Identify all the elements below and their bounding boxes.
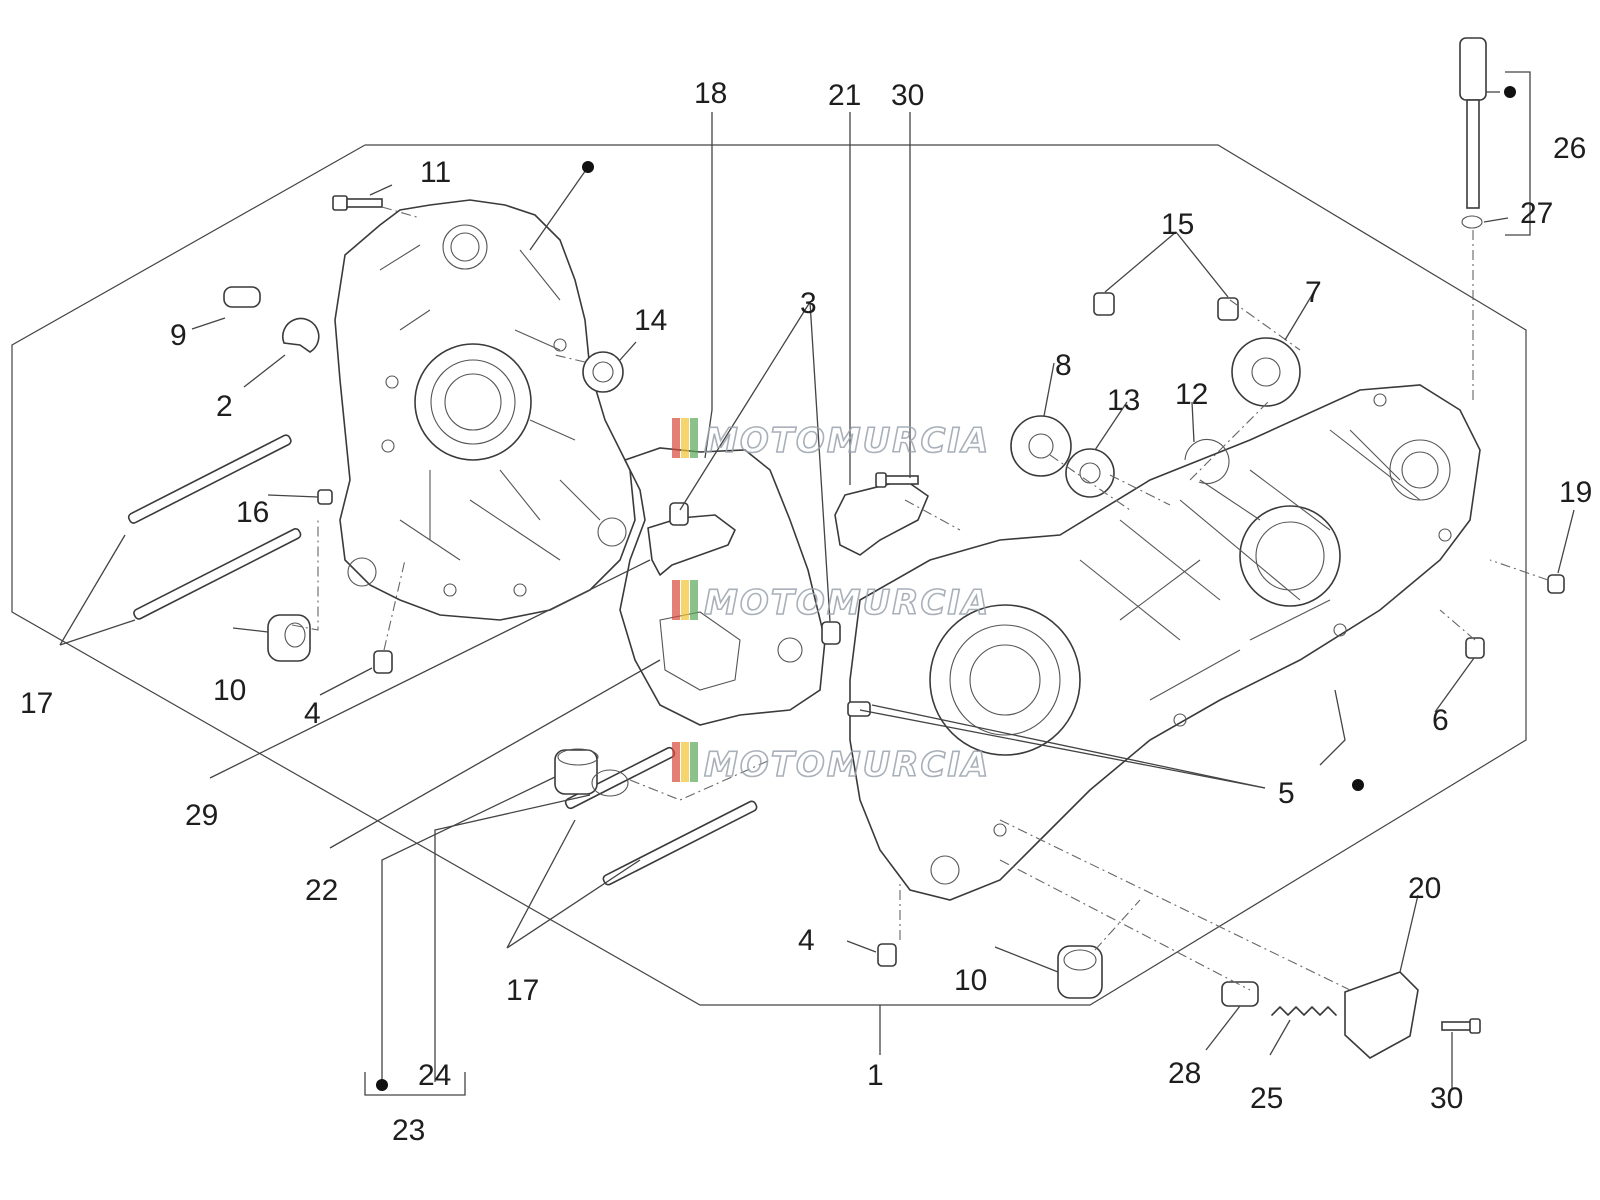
callout-9: 9 <box>170 319 187 352</box>
watermark-bar-green <box>690 418 698 458</box>
bearing-8 <box>1010 415 1072 477</box>
dowel-3b <box>821 621 841 645</box>
callout-4-left: 4 <box>304 697 321 730</box>
callout-25: 25 <box>1250 1082 1283 1115</box>
callout-22: 22 <box>305 874 338 907</box>
callout-15: 15 <box>1161 208 1194 241</box>
callout-24: 24 <box>418 1059 451 1092</box>
watermark-logo: MOTOMURCIA <box>672 580 990 624</box>
bushing-15b <box>1217 297 1239 321</box>
studs <box>127 434 758 886</box>
right-crankcase-half <box>849 384 1481 901</box>
callout-13: 13 <box>1107 384 1140 417</box>
bearing-14 <box>582 351 624 393</box>
spacer-28 <box>1221 981 1259 1007</box>
callout-6: 6 <box>1432 704 1449 737</box>
marker-dot <box>376 1079 388 1091</box>
bushing-15a <box>1093 292 1115 316</box>
pin-9 <box>223 286 261 308</box>
pin-5 <box>847 701 871 717</box>
watermark-logo: MOTOMURCIA <box>672 418 990 462</box>
spring-25 <box>1271 1006 1337 1016</box>
bolt-30a <box>875 472 919 488</box>
callout-27: 27 <box>1520 197 1553 230</box>
callout-10-left: 10 <box>213 674 246 707</box>
callout-1: 1 <box>867 1059 884 1092</box>
watermark: MOTOMURCIA MOTOMURCIA MOTOMURCIA <box>672 418 990 786</box>
callout-28: 28 <box>1168 1057 1201 1090</box>
marker-dot <box>1352 779 1364 791</box>
bushing-4a <box>373 650 393 674</box>
bearing-13 <box>1065 448 1115 498</box>
cover-plate <box>834 479 929 556</box>
bearing-7 <box>1231 337 1301 407</box>
callout-23: 23 <box>392 1114 425 1147</box>
small-parts <box>223 37 1565 1059</box>
callout-12: 12 <box>1175 378 1208 411</box>
callout-16: 16 <box>236 496 269 529</box>
bolt-30b <box>1441 1018 1481 1034</box>
callout-labels: 11 9 2 14 16 17 10 4 29 22 17 24 23 18 2… <box>20 77 1592 1147</box>
dowel-6 <box>1465 637 1485 659</box>
silent-block-10b <box>1057 945 1103 999</box>
callout-17-bottom: 17 <box>506 974 539 1007</box>
dowel-3a <box>669 502 689 526</box>
callout-3: 3 <box>800 287 817 320</box>
marker-dot <box>1504 86 1516 98</box>
assembly-frame <box>11 144 1527 1006</box>
alignment-lines <box>291 206 1549 991</box>
watermark-text-1: MOTOMURCIA <box>704 421 990 461</box>
callout-4-bottom: 4 <box>798 924 815 957</box>
watermark-logo: MOTOMURCIA <box>672 742 990 786</box>
callout-19: 19 <box>1559 476 1592 509</box>
callout-8: 8 <box>1055 349 1072 382</box>
watermark-bar-red <box>672 418 680 458</box>
dipstick-26 <box>1459 37 1487 209</box>
watermark-text-2: MOTOMURCIA <box>704 583 990 623</box>
marker-dot <box>582 161 594 173</box>
o-ring-24 <box>591 769 629 797</box>
circlip-12 <box>1184 438 1230 485</box>
plug-22 <box>554 748 599 795</box>
callout-30-bottom: 30 <box>1430 1082 1463 1115</box>
dowel-16 <box>317 489 333 505</box>
callout-30-top: 30 <box>891 79 924 112</box>
oil-pump-cover <box>647 514 736 576</box>
callout-21: 21 <box>828 79 861 112</box>
callout-17-left: 17 <box>20 687 53 720</box>
callout-11: 11 <box>420 156 451 189</box>
bushing-4b <box>877 943 897 967</box>
callout-10-bottom: 10 <box>954 964 987 997</box>
bracket-20 <box>1344 971 1419 1059</box>
watermark-text-3: MOTOMURCIA <box>704 745 990 785</box>
watermark-bar-yellow <box>681 418 689 458</box>
left-crankcase-half <box>334 199 636 621</box>
callout-26: 26 <box>1553 132 1586 165</box>
callout-7: 7 <box>1305 276 1322 309</box>
callout-2: 2 <box>216 390 233 423</box>
callout-5: 5 <box>1278 777 1295 810</box>
leader-lines <box>59 71 1575 1096</box>
washer-27 <box>1461 215 1483 229</box>
plug-19 <box>1547 574 1565 594</box>
shim-2 <box>282 317 320 353</box>
callout-20: 20 <box>1408 872 1441 905</box>
callout-14: 14 <box>634 304 667 337</box>
callout-18: 18 <box>694 77 727 110</box>
bolt-11 <box>332 195 383 211</box>
callout-29: 29 <box>185 799 218 832</box>
silent-block-10a <box>267 614 311 662</box>
bullet-markers <box>376 86 1516 1091</box>
